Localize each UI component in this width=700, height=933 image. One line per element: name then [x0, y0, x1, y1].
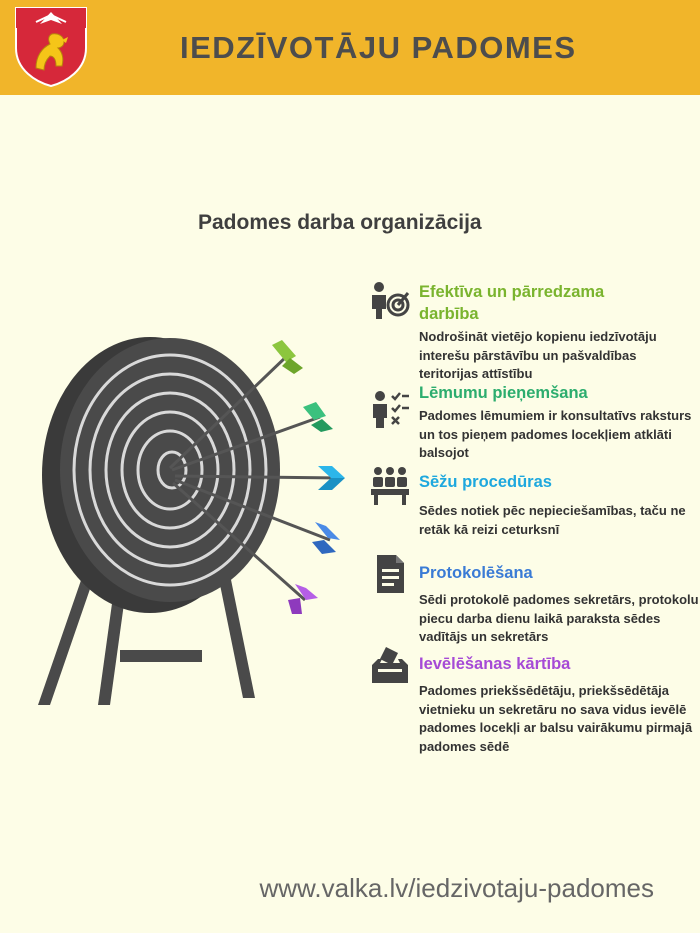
footer-website-url[interactable]: www.valka.lv/iedzivotaju-padomes [259, 873, 654, 903]
arrow-blue [174, 478, 340, 554]
target-face [60, 338, 280, 602]
meeting-icon [371, 467, 409, 505]
item-election-procedure: Ievēlēšanas kārtība Padomes priekšsēdētā… [370, 647, 692, 754]
item-minutes: Protokolēšana Sēdi protokolē padomes sek… [370, 555, 699, 652]
item-title: Protokolēšana [419, 564, 533, 582]
item-description: Padomes priekšsēdētāju, priekšsēdētāja v… [419, 683, 693, 754]
item-description: Nodrošināt vietējo kopienu iedzīvotāju i… [419, 329, 657, 381]
item-description: Padomes lēmumiem ir konsultatīvs rakstur… [419, 408, 692, 460]
arrow-teal [171, 402, 333, 472]
item-description: Sēdes notiek pēc nepieciešamības, taču n… [419, 503, 686, 537]
header-banner: IEDZĪVOTĀJU PADOMES [0, 0, 700, 95]
item-title: Sēžu procedūras [419, 473, 552, 491]
archery-target-illustration [38, 337, 345, 705]
arrow-green [168, 340, 303, 470]
document-icon [377, 555, 404, 593]
ballot-box-icon [372, 647, 408, 683]
item-description: Sēdi protokolē padomes sekretārs, protok… [419, 592, 699, 644]
section-title: Padomes darba organizācija [198, 211, 482, 234]
person-target-icon [372, 282, 410, 319]
coat-of-arms-icon [15, 7, 87, 88]
arrow-purple [172, 481, 318, 614]
page-title: IEDZĪVOTĀJU PADOMES [180, 30, 577, 65]
item-meeting-procedures: Sēžu procedūras Sēdes notiek pēc nepieci… [370, 467, 690, 541]
item-title: Ievēlēšanas kārtība [419, 655, 571, 673]
item-decision-making: Lēmumu pieņemšana Padomes lēmumiem ir ko… [370, 382, 691, 462]
item-title: Lēmumu pieņemšana [419, 384, 588, 402]
decision-checklist-icon [373, 391, 409, 428]
item-effective-work: Efektīva un pārredzama darbība Nodrošinā… [370, 281, 690, 381]
arrow-cyan [174, 466, 345, 490]
item-title: Efektīva un pārredzama darbība [419, 283, 605, 323]
